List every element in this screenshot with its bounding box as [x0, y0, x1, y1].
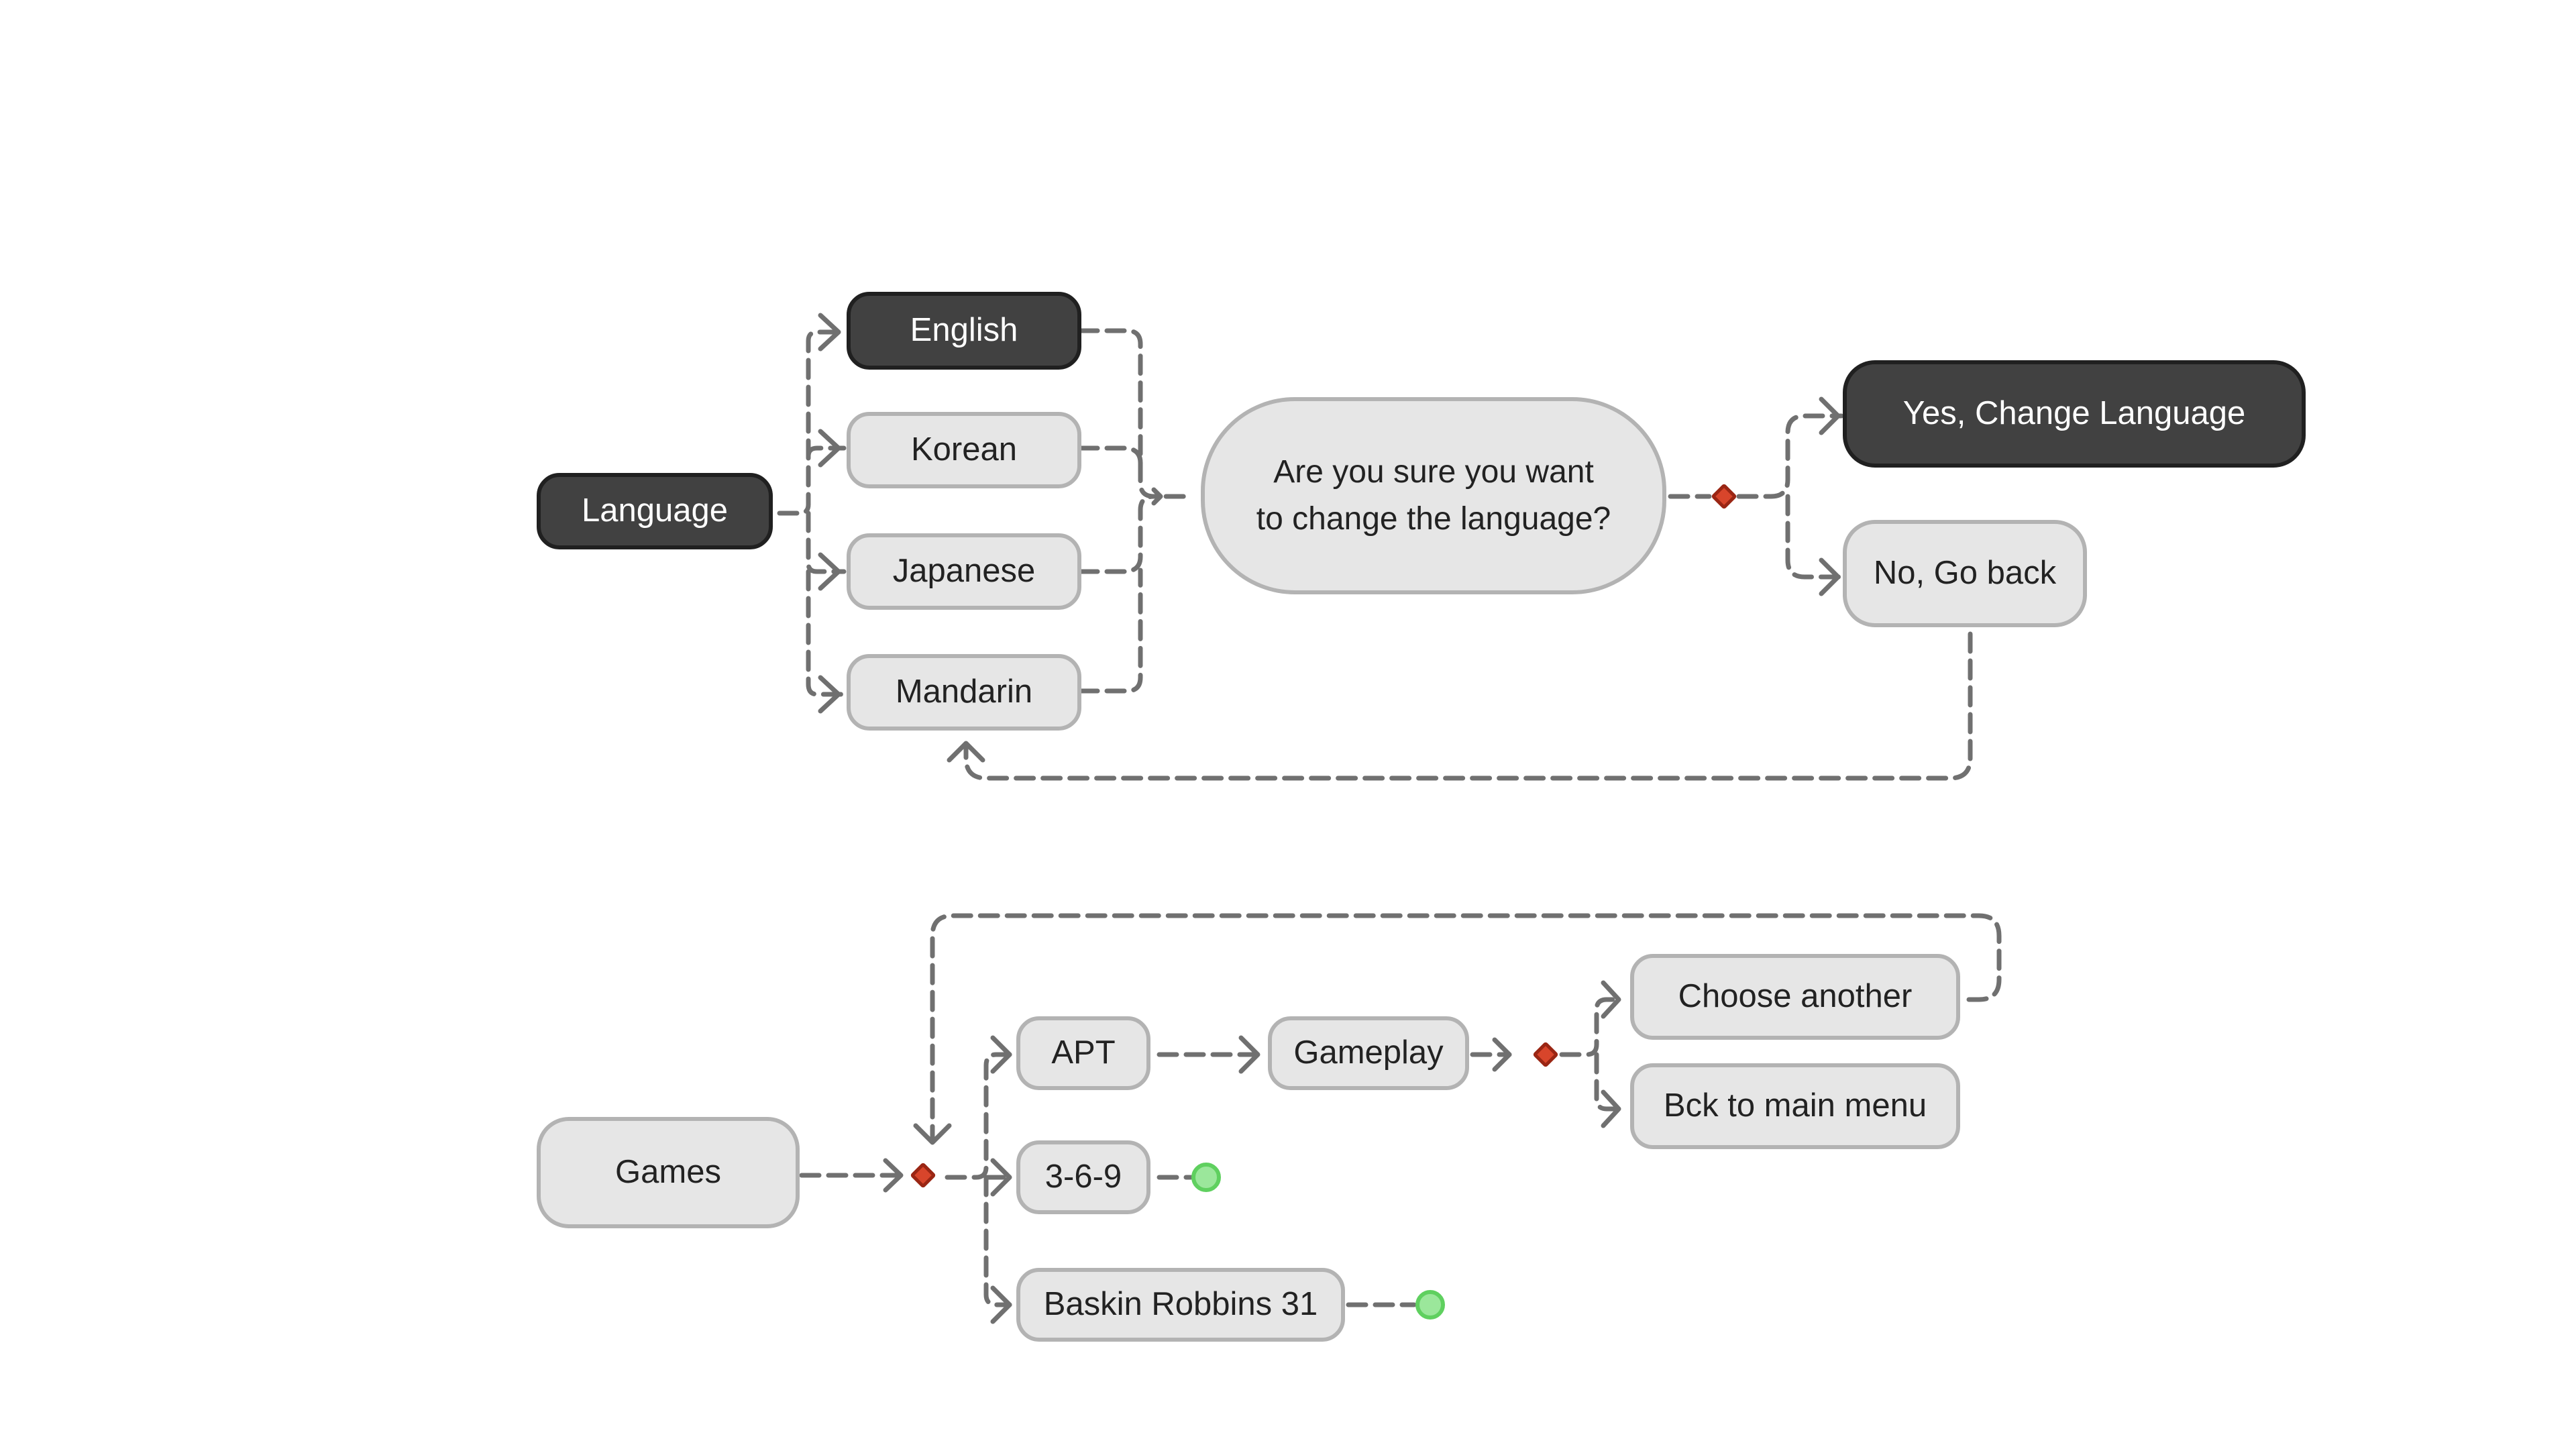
- yes-change-language-label: Yes, Change Language: [1902, 395, 2246, 432]
- game-369[interactable]: 3-6-9: [1016, 1140, 1150, 1214]
- edge-decision-choose: [1559, 997, 1619, 1057]
- choose-another-label: Choose another: [1678, 978, 1913, 1015]
- edge-english-confirm: [1077, 328, 1193, 499]
- arrowhead: [1819, 557, 1841, 596]
- games-node[interactable]: Games: [537, 1117, 800, 1228]
- arrowhead: [1819, 396, 1841, 435]
- yes-change-language-button[interactable]: Yes, Change Language: [1843, 360, 2306, 468]
- confirm-prompt-line-2: to change the language?: [1256, 501, 1611, 537]
- option-english-label: English: [910, 312, 1018, 349]
- gameplay-label: Gameplay: [1293, 1034, 1444, 1071]
- arrowhead: [990, 1035, 1012, 1074]
- option-korean-label: Korean: [910, 431, 1017, 468]
- confirm-prompt-line-1: Are you sure you want: [1273, 454, 1594, 490]
- confirm-prompt-node: Are you sure you want to change the lang…: [1201, 397, 1666, 594]
- game-apt[interactable]: APT: [1016, 1016, 1150, 1090]
- arrowhead: [1238, 1035, 1260, 1074]
- edge-language-japanese: [806, 511, 847, 574]
- edge-korean-confirm: [1077, 445, 1143, 466]
- arrowhead: [883, 1158, 904, 1193]
- edge-language-mandarin: [806, 569, 847, 697]
- arrowhead: [818, 429, 841, 468]
- option-korean[interactable]: Korean: [847, 412, 1081, 488]
- back-to-main-menu-label: Bck to main menu: [1663, 1087, 1927, 1124]
- choose-another-button[interactable]: Choose another: [1630, 954, 1960, 1040]
- edge-japanese-confirm: [1077, 494, 1157, 574]
- arrowhead: [1151, 487, 1163, 506]
- arrowhead: [947, 741, 985, 763]
- no-go-back-button[interactable]: No, Go back: [1843, 520, 2087, 627]
- arrowhead: [990, 1285, 1012, 1324]
- game-baskin-robbins-label: Baskin Robbins 31: [1043, 1286, 1318, 1323]
- games-label: Games: [615, 1154, 721, 1191]
- arrowhead: [818, 313, 841, 352]
- arrowhead: [990, 1158, 1012, 1197]
- gameplay-node[interactable]: Gameplay: [1268, 1016, 1469, 1090]
- option-mandarin-label: Mandarin: [895, 674, 1033, 710]
- language-node[interactable]: Language: [537, 473, 773, 549]
- option-japanese-label: Japanese: [892, 553, 1036, 590]
- edge-choose-loop: [930, 913, 2002, 1143]
- no-go-back-label: No, Go back: [1873, 555, 2057, 592]
- end-terminal-baskin: [1415, 1290, 1445, 1320]
- edge-decision-apt: [945, 1052, 1012, 1180]
- game-baskin-robbins[interactable]: Baskin Robbins 31: [1016, 1268, 1345, 1342]
- option-japanese[interactable]: Japanese: [847, 533, 1081, 610]
- arrowhead: [818, 552, 841, 591]
- language-label: Language: [581, 492, 728, 529]
- arrowhead: [1492, 1037, 1512, 1072]
- arrowhead: [913, 1123, 952, 1145]
- edge-language-korean: [806, 445, 847, 459]
- option-mandarin[interactable]: Mandarin: [847, 654, 1081, 731]
- game-369-label: 3-6-9: [1044, 1159, 1122, 1195]
- arrowhead: [1601, 1089, 1621, 1128]
- edge-decision-baskin: [983, 1175, 1012, 1307]
- option-english[interactable]: English: [847, 292, 1081, 370]
- game-apt-label: APT: [1051, 1034, 1116, 1071]
- edge-decision-back: [1594, 1052, 1619, 1112]
- edge-decision-yes: [1736, 413, 1844, 499]
- edge-language-english: [777, 329, 847, 516]
- arrowhead: [1601, 980, 1621, 1019]
- arrowhead: [818, 675, 841, 714]
- edge-mandarin-confirm: [1077, 568, 1143, 694]
- end-terminal-369: [1191, 1163, 1221, 1192]
- edge-decision-no: [1785, 494, 1844, 580]
- back-to-main-menu-button[interactable]: Bck to main menu: [1630, 1063, 1960, 1149]
- edge-no-back: [963, 631, 1973, 781]
